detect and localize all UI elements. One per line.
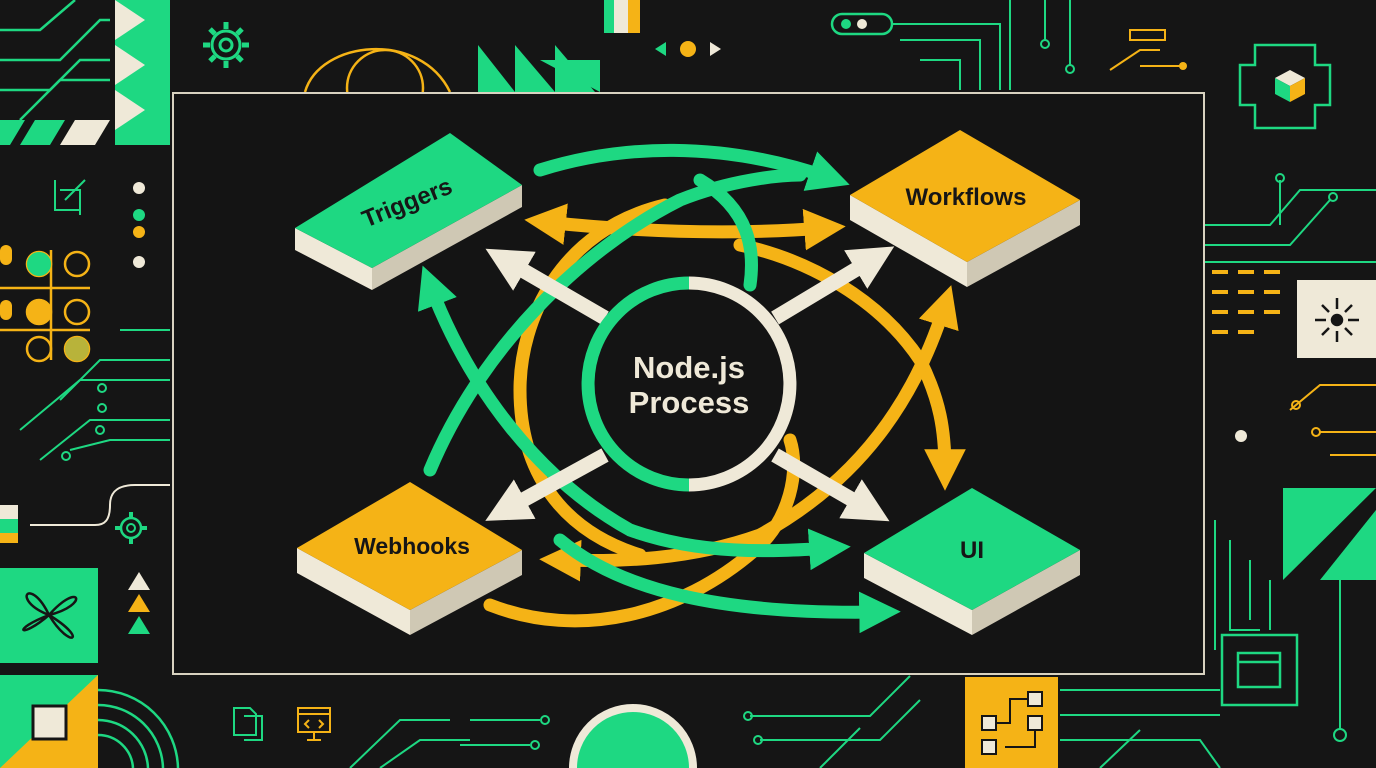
center-spokes [485, 246, 895, 522]
node-workflows: Workflows [850, 130, 1080, 287]
code-window-icon [297, 707, 331, 741]
center-label-line1: Node.js [633, 350, 745, 385]
node-webhooks-label: Webhooks [354, 533, 470, 559]
cube-icon [1238, 43, 1332, 130]
flow-chart-icon [981, 691, 1043, 755]
node-ui: UI [864, 488, 1080, 635]
center-node: Node.js Process [581, 276, 797, 492]
node-workflows-label: Workflows [906, 184, 1027, 211]
chip-icon [1220, 633, 1299, 707]
node-webhooks: Webhooks [297, 482, 522, 635]
document-icon [233, 707, 263, 741]
node-ui-label: UI [960, 537, 984, 564]
flow-arrows [417, 143, 966, 634]
gear-icon [203, 22, 249, 68]
center-label-line2: Process [629, 385, 750, 420]
node-triggers: Triggers [295, 133, 522, 290]
flower-icon [22, 592, 78, 639]
gear-icon-small [115, 512, 147, 544]
crop-icon [54, 179, 86, 215]
sun-icon [1315, 298, 1359, 342]
